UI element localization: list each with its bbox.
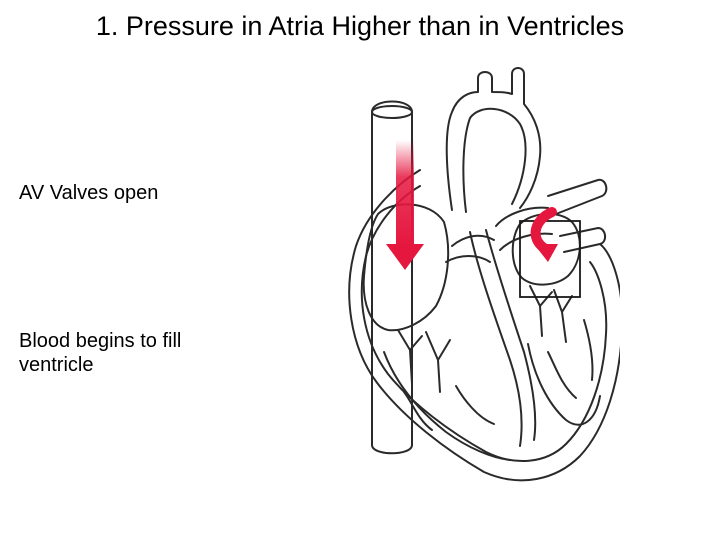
tricuspid-valve (397, 329, 451, 393)
left-atrium (511, 213, 581, 286)
heart-diagram (348, 67, 620, 482)
caption-av-valves-open: AV Valves open (19, 182, 159, 204)
left-ventricle-wall (527, 343, 601, 426)
caption-blood-fills-ventricle: Blood begins to fill ventricle (19, 330, 182, 376)
pulmonary-veins-upper (547, 178, 608, 215)
septum-2 (485, 229, 537, 441)
pulmonary-artery (495, 206, 553, 251)
mitral-valve (529, 285, 573, 343)
coronary-fold (445, 234, 495, 263)
papillary-left (547, 319, 594, 399)
slide-title: 1. Pressure in Atria Higher than in Vent… (95, 11, 625, 41)
vena-cava (371, 100, 413, 455)
av-valve-highlight (519, 220, 581, 298)
papillary-right (403, 385, 495, 431)
vena-cava-opening (371, 105, 413, 119)
blood-flow-arrow-right (386, 140, 424, 270)
right-ventricle-wall (383, 351, 511, 461)
septum (469, 231, 523, 447)
blood-flow-arrow-left (530, 207, 558, 262)
aorta-inner (462, 107, 527, 213)
aorta (445, 67, 542, 211)
pulmonary-veins-lower (559, 227, 606, 253)
right-atrium (362, 203, 450, 332)
heart-outline (348, 169, 620, 482)
